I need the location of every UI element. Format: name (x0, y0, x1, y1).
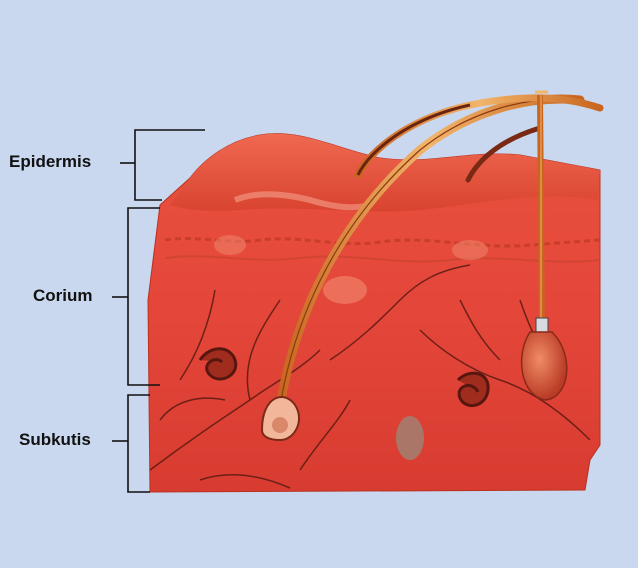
subkutis-bracket (128, 395, 150, 492)
corium-label: Corium (33, 286, 93, 306)
corium-bracket (128, 208, 160, 385)
subkutis-label: Subkutis (19, 430, 91, 450)
epidermis-bracket (135, 130, 205, 200)
epidermis-label: Epidermis (9, 152, 91, 172)
